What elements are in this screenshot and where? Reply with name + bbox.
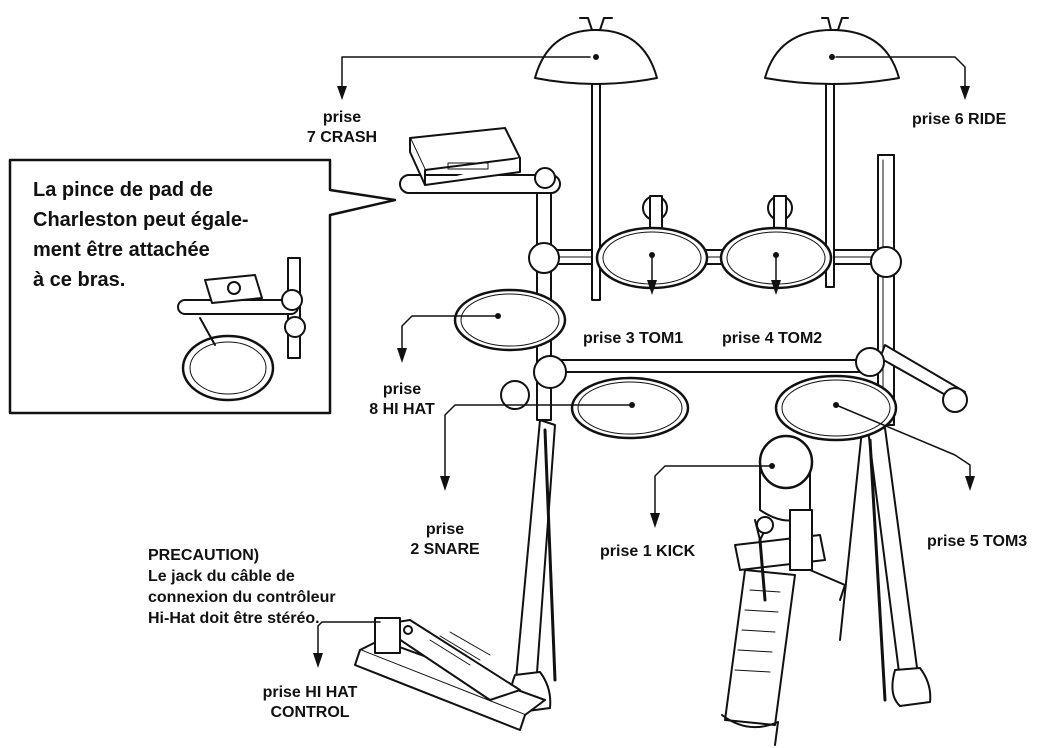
hihat-pad: [453, 288, 567, 352]
callout-line4: à ce bras.: [33, 269, 126, 291]
callout-text: La pince de pad de Charleston peut égale…: [33, 175, 249, 295]
tom2-label: prise 4 TOM2: [722, 330, 823, 347]
precaution-line2: Le jack du câble de: [148, 568, 295, 585]
snare-label: prise 2 SNARE: [395, 520, 495, 560]
tom3-pad: [774, 374, 898, 442]
hihat-label-line1: prise: [382, 381, 422, 398]
crash-label-line2: 7 CRASH: [306, 129, 378, 146]
hihat-label-line2: 8 HI HAT: [369, 401, 435, 418]
rack-frame: [399, 79, 968, 713]
precaution-note: PRECAUTION) Le jack du câble de connexio…: [148, 545, 336, 629]
snare-label-line1: prise: [425, 521, 465, 538]
hihat-control-label-line2: CONTROL: [270, 704, 350, 721]
hihat-label: prise 8 HI HAT: [352, 380, 452, 420]
hihat-control-label: prise HI HAT CONTROL: [245, 683, 375, 723]
precaution-line4: Hi-Hat doit être stéréo.: [148, 610, 320, 627]
snare-label-line2: 2 SNARE: [410, 541, 480, 558]
hihat-control-label-line1: prise HI HAT: [262, 684, 358, 701]
precaution-line3: connexion du contrôleur: [148, 589, 336, 606]
callout-line3: ment être attachée: [33, 239, 210, 261]
tom1-label: prise 3 TOM1: [583, 330, 684, 347]
callout-line2: Charleston peut égale-: [33, 209, 249, 231]
crash-cymbal: [534, 17, 658, 85]
hihat-controller: [354, 617, 546, 731]
leader-lines: [313, 56, 975, 668]
snare-pad: [570, 376, 690, 440]
ride-label: prise 6 RIDE: [912, 111, 1007, 128]
kick-label: prise 1 KICK: [600, 543, 696, 560]
kick-pad: [758, 434, 814, 522]
precaution-line1: PRECAUTION): [148, 547, 260, 564]
crash-label-line1: prise: [322, 109, 362, 126]
crash-label: prise 7 CRASH: [292, 108, 392, 148]
callout-line1: La pince de pad de: [33, 179, 214, 201]
tom3-label: prise 5 TOM3: [927, 533, 1028, 550]
inset-clamp-illustration: [177, 257, 306, 402]
ride-cymbal: [764, 17, 900, 85]
kick-pedal: [721, 509, 846, 746]
